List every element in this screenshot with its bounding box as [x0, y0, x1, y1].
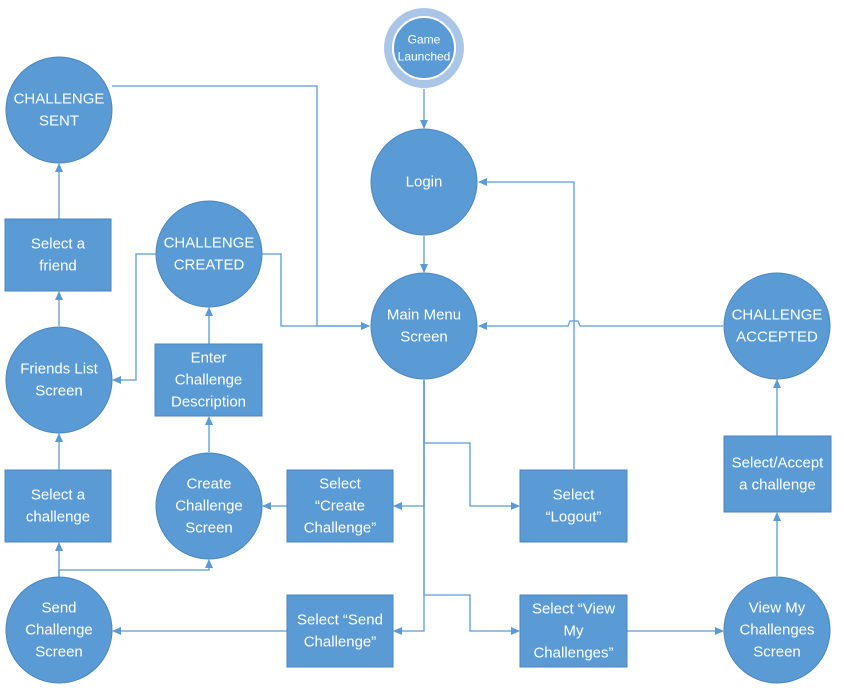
node-label-line: Select/Accept [732, 455, 825, 472]
node-shape-rect [286, 469, 394, 543]
node-label-line: challenge [26, 509, 90, 526]
node-label-line: Description [171, 394, 246, 411]
edge-select-logout-to-login [478, 178, 575, 469]
node-label-line: Screen [400, 329, 448, 346]
node-label-line: Challenges” [533, 645, 613, 662]
node-label-line: Select “Send [297, 612, 383, 629]
start-node-inner-circle [392, 16, 456, 80]
node-label-line: Select [319, 476, 362, 493]
node-shape-rect [4, 469, 112, 543]
node-label-line: CHALLENGE [14, 91, 105, 108]
node-shape-rect [286, 594, 394, 668]
node-label-line: Challenge [25, 622, 93, 639]
node-challenge-created: CHALLENGE CREATED [155, 200, 263, 308]
edge-main-menu-to-select-create [393, 380, 425, 510]
edge-challenge-sent-to-main-menu [112, 85, 370, 330]
node-label-line: Send [41, 600, 76, 617]
node-label-line: Challenge [175, 372, 243, 389]
node-label-line: My [564, 623, 584, 640]
node-shape-rect [519, 594, 628, 668]
node-label-line: Enter [191, 350, 227, 367]
node-label-line: Challenge” [304, 634, 377, 651]
node-label-line: a challenge [739, 477, 816, 494]
edge-main-menu-to-select-view [423, 380, 520, 635]
node-label-line: Screen [185, 520, 233, 537]
edge-challenge-created-to-main-menu [262, 253, 370, 330]
node-shape-circle [723, 576, 831, 684]
node-shape-circle [5, 576, 113, 684]
node-label-line: Screen [753, 644, 801, 661]
edge-challenge-created-to-friends-list [112, 253, 156, 384]
node-label-line: Select a [31, 487, 86, 504]
node-shape-circle [155, 452, 263, 560]
node-label-line: CHALLENGE [732, 307, 823, 324]
node-label-line: CREATED [174, 257, 245, 274]
node-label-line: Main Menu [387, 307, 461, 324]
node-label-line: friend [39, 258, 77, 275]
edge-challenge-accepted-to-main-menu [478, 320, 723, 330]
node-select-logout: Select “Logout” [519, 469, 628, 543]
node-label-line: Challenge” [304, 520, 377, 537]
node-shape-circle [370, 128, 478, 236]
edge-main-menu-to-select-logout [423, 380, 520, 510]
node-shape-rect [519, 469, 628, 543]
node-label-line: Select [553, 487, 596, 504]
node-label-line: Game [408, 33, 441, 47]
node-select-challenge: Select a challenge [4, 469, 112, 543]
node-label-line: “Logout” [546, 509, 602, 526]
node-label-line: Login [406, 174, 443, 191]
node-shape-rect [154, 343, 263, 417]
edge-send-challenge-screen-to-create-challenge-screen [58, 559, 213, 577]
node-select-friend: Select a friend [4, 218, 112, 292]
node-shape-circle [370, 272, 478, 380]
node-label-line: Launched [398, 50, 451, 64]
node-label-line: ACCEPTED [736, 329, 818, 346]
node-label-line: Select a [31, 236, 86, 253]
node-label-line: Screen [35, 644, 83, 661]
node-challenge-sent: CHALLENGE SENT [5, 56, 113, 164]
node-label-line: Challenges [739, 622, 814, 639]
node-shape-circle [5, 56, 113, 164]
node-label-line: SENT [39, 113, 79, 130]
node-label-line: Challenge [175, 498, 243, 515]
node-shape-circle [5, 326, 113, 434]
node-shape-rect [723, 435, 832, 513]
node-label-line: “Create [315, 498, 365, 515]
node-label-line: Screen [35, 383, 83, 400]
node-label-line: View My [749, 600, 806, 617]
node-shape-circle [155, 200, 263, 308]
node-label-line: Friends List [20, 361, 98, 378]
node-label-line: Select “View [532, 601, 615, 618]
node-select-accept: Select/Accept a challenge [723, 435, 832, 513]
node-login: Login [370, 128, 478, 236]
node-label-line: CHALLENGE [164, 235, 255, 252]
node-shape-rect [4, 218, 112, 292]
node-shape-circle [723, 272, 831, 380]
edges-layer [55, 85, 781, 635]
node-challenge-accepted: CHALLENGE ACCEPTED [723, 272, 831, 380]
node-label-line: Create [186, 476, 231, 493]
